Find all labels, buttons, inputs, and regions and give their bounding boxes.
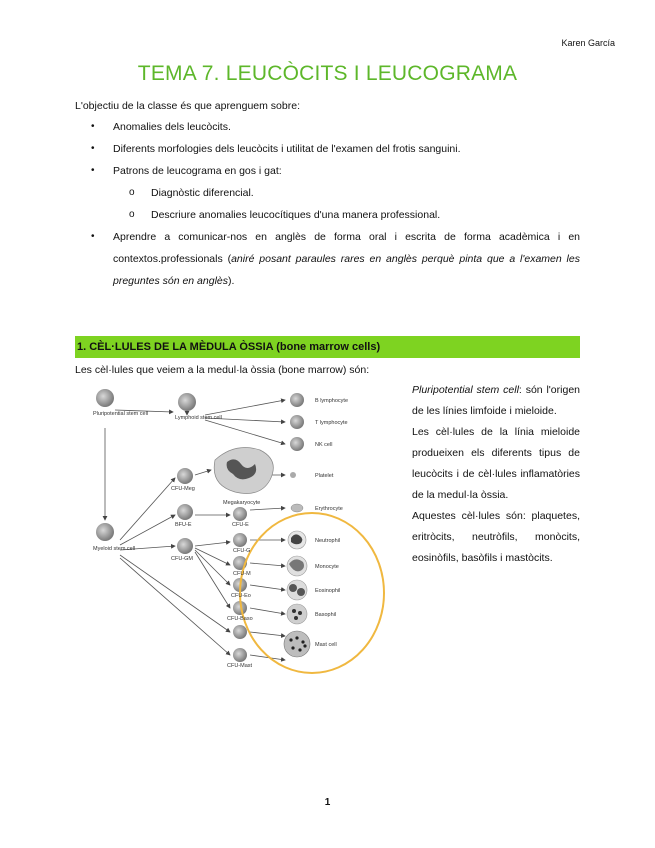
list-item-text: Patrons de leucograma en gos i gat: xyxy=(113,165,282,177)
megakaryocyte-icon xyxy=(213,447,274,494)
label-cfu-m: CFU-M xyxy=(233,571,251,577)
label-cfu-baso: CFU-Baso xyxy=(227,616,253,622)
sub-list: Diagnòstic diferencial. Descriure anomal… xyxy=(113,182,580,226)
term: Pluripotential stem cell xyxy=(412,384,519,396)
list-item-italic: aniré posant paraules rares en anglès pe… xyxy=(113,253,580,287)
paragraph: Les cèl·lules de la línia mieloide produ… xyxy=(412,426,580,501)
label-cfu-eo: CFU-Eo xyxy=(231,593,251,599)
stem-cells xyxy=(96,389,247,662)
label-eosinophil: Eosinophil xyxy=(315,588,340,594)
section-heading: 1. CÈL·LULES DE LA MÈDULA ÒSSIA (bone ma… xyxy=(75,336,580,358)
sub-list-item: Diagnòstic diferencial. xyxy=(113,182,580,204)
label-b-lymphocyte: B lymphocyte xyxy=(315,398,348,404)
side-text: Pluripotential stem cell: són l'origen d… xyxy=(412,380,580,569)
hematopoiesis-diagram: Pluripotential stem cell Lymphoid stem c… xyxy=(93,389,385,674)
paragraph-text: : són l'origen de les línies limfoide i … xyxy=(412,384,580,417)
label-nk-cell: NK cell xyxy=(315,442,332,448)
label-cfu-mast: CFU-Mast xyxy=(227,663,253,669)
intro-text: L'objectiu de la classe és que aprenguem… xyxy=(75,100,300,112)
list-item-end: ). xyxy=(228,275,235,287)
label-cfu-meg: CFU-Meg xyxy=(171,486,195,492)
sub-list-item: Descriure anomalies leucocítiques d'una … xyxy=(113,204,580,226)
highlight-ellipse xyxy=(239,512,385,674)
label-pluripotent: Pluripotential stem cell xyxy=(93,411,148,417)
section-intro: Les cèl·lules que veiem a la medul·la òs… xyxy=(75,364,370,376)
page-title: TEMA 7. LEUCÒCITS I LEUCOGRAMA xyxy=(137,62,518,85)
label-neutrophil: Neutrophil xyxy=(315,538,340,544)
label-mast-cell: Mast cell xyxy=(315,642,337,648)
label-platelet: Platelet xyxy=(315,473,334,479)
goals-list: Anomalies dels leucòcits. Diferents morf… xyxy=(75,116,580,292)
label-erythrocyte: Erythrocyte xyxy=(315,506,343,512)
label-monocyte: Monocyte xyxy=(315,564,339,570)
label-myeloid: Myeloid stem cell xyxy=(93,546,135,552)
list-item: Aprendre a comunicar-nos en anglès de fo… xyxy=(75,226,580,292)
label-basophil: Basophil xyxy=(315,612,336,618)
label-cfu-e: CFU-E xyxy=(232,522,249,528)
paragraph: Pluripotential stem cell: són l'origen d… xyxy=(412,380,580,422)
list-item: Diferents morfologies dels leucòcits i u… xyxy=(75,138,580,160)
label-megakaryocyte: Megakaryocyte xyxy=(223,500,260,506)
list-item: Patrons de leucograma en gos i gat: Diag… xyxy=(75,160,580,226)
list-item: Anomalies dels leucòcits. xyxy=(75,116,580,138)
label-cfu-gm: CFU-GM xyxy=(171,556,193,562)
label-bfu-e: BFU-E xyxy=(175,522,192,528)
label-lymphoid: Lymphoid stem cell xyxy=(175,415,222,421)
paragraph: Aquestes cèl·lules són: plaquetes, eritr… xyxy=(412,510,580,564)
page-number: 1 xyxy=(324,797,331,808)
author-name: Karen García xyxy=(561,38,615,48)
label-cfu-g: CFU-G xyxy=(233,548,250,554)
list-item-text: Aprendre a comunicar-nos en anglès de fo… xyxy=(113,231,580,265)
mature-cells xyxy=(283,393,311,658)
label-t-lymphocyte: T lymphocyte xyxy=(315,420,348,426)
